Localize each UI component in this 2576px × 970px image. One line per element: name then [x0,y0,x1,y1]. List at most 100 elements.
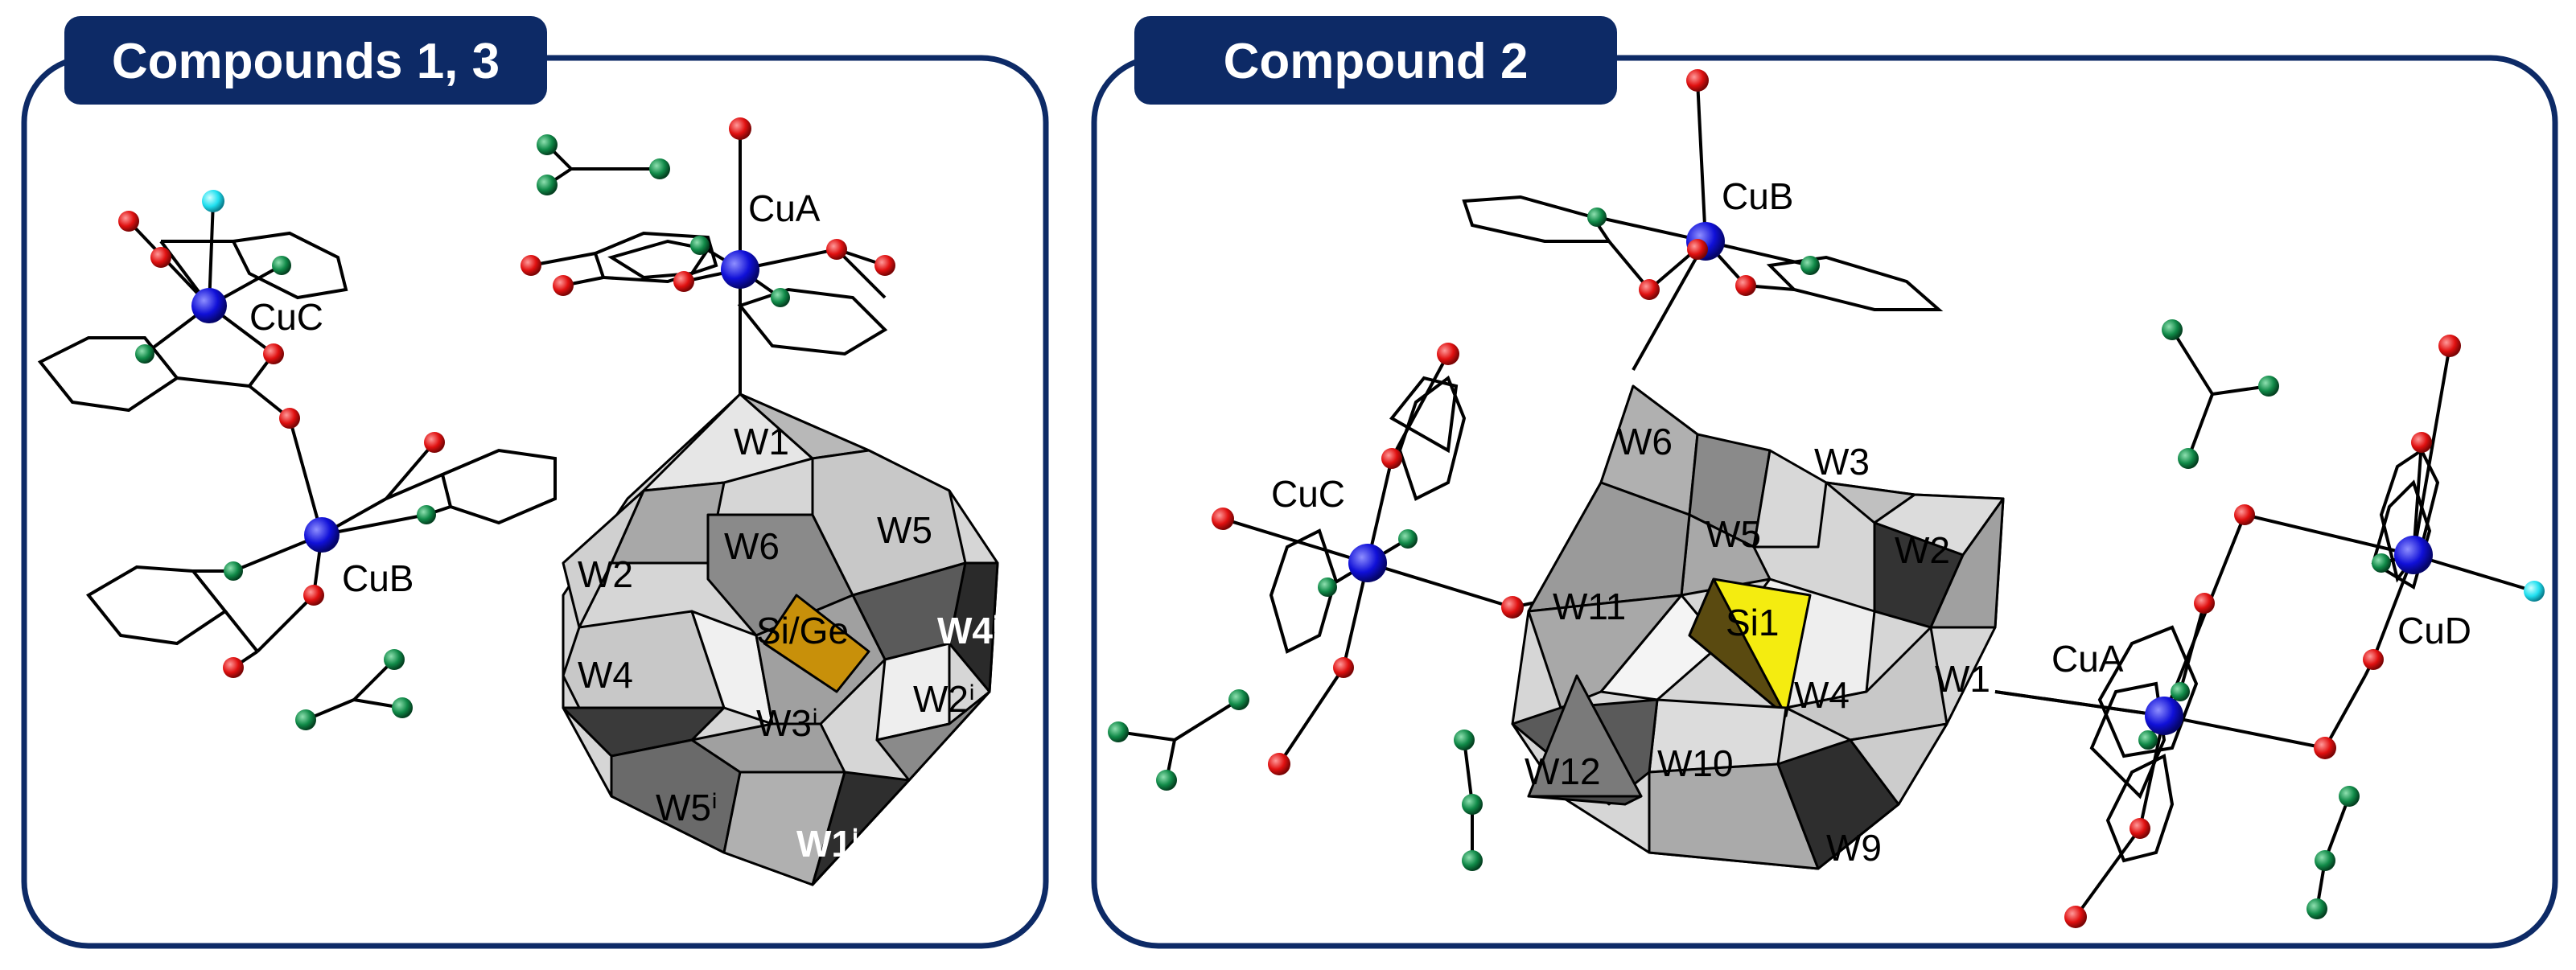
oxygen-atom [2234,504,2255,525]
nitrogen-atom [417,505,436,524]
panel-left-tab [64,16,547,105]
polyoxometalate-left [562,393,999,886]
nitrogen-atom [1398,529,1418,549]
label-w12-right: W12 [1525,750,1601,792]
cuc-complex-right [1222,353,1610,766]
label-w4-left: W4 [578,654,633,696]
label-center-right: Si1 [1726,602,1779,643]
oxygen-atom [553,275,574,296]
oxygen-atom [1437,343,1459,365]
nitrogen-atom [1318,577,1337,597]
label-center-left: Si/Ge [756,610,849,651]
label-w5-right: W5 [1706,513,1761,555]
nitrogen-atom [1454,730,1475,750]
copper-atom-cuc [1348,544,1387,582]
nitrogen-atom [392,697,413,718]
nitrogen-atom [1800,256,1820,275]
label-w5i: W5ⁱ [656,787,718,828]
label-cua: CuA [748,187,821,229]
oxygen-atom [2363,649,2384,670]
oxygen-atom [303,585,324,606]
copper-atom-cud [2394,536,2433,574]
nitrogen-atom [2258,376,2279,397]
nitrogen-atom [224,561,243,581]
oxygen-atom [2130,818,2150,839]
oxygen-atom [1686,69,1709,92]
oxygen-atom [874,255,895,276]
nitrogen-atom [1587,208,1607,227]
oxygen-atom [150,247,171,268]
panel-left: Compounds 1, 3 [21,16,1049,949]
oxygen-atom [826,239,847,260]
oxygen-atom [1639,279,1660,300]
oxygen-atom [118,211,139,232]
oxygen-atom [1212,508,1234,530]
label-cud-right: CuD [2397,610,2471,651]
polyoxometalate-right [1511,384,2005,870]
nitrogen-atom [295,709,316,730]
copper-atom-cua [721,250,759,289]
atoms-left [118,117,895,730]
label-cub: CuB [342,557,414,599]
copper-atom-cub [304,517,339,553]
label-w4-right: W4 [1794,674,1850,716]
label-w2-right: W2 [1895,529,1950,571]
oxygen-atom [2314,737,2336,759]
nitrogen-atom [537,134,558,155]
label-w1i: W1ⁱ [796,823,858,865]
cud-complex-right [2364,345,2535,676]
oxygen-atom [729,117,751,140]
label-w2i: W2ⁱ [913,678,975,720]
oxygen-atom [1687,239,1708,260]
oxygen-atom [2411,432,2432,453]
oxygen-atom [2438,335,2461,357]
label-w5-left: W5 [877,509,932,551]
label-cua-right: CuA [2051,638,2124,680]
nitrogen-atom [2339,786,2360,807]
oxygen-atom [1333,657,1354,678]
label-w6-left: W6 [724,525,780,567]
oxygen-atom [521,255,541,276]
oxygen-atom [1735,275,1756,296]
fluorine-atom [2524,581,2545,602]
oxygen-atom [263,343,284,364]
label-w3i: W3ⁱ [756,702,818,744]
copper-atom-cuc [191,288,227,323]
label-cub-right: CuB [1722,175,1793,217]
oxygen-atom [223,657,244,678]
nitrogen-atom [1108,721,1129,742]
nitrogen-atom [537,175,558,195]
nitrogen-atom [135,344,154,364]
oxygen-atom [1501,596,1524,619]
oxygen-atom [279,408,300,429]
nitrogen-atom [2138,730,2158,750]
label-w6-right: W6 [1617,421,1673,462]
nitrogen-atom [1462,794,1483,815]
nitrogen-atom [1156,770,1177,791]
fluorine-atom [202,190,224,212]
nitrogen-atom [690,236,710,255]
label-w3-right: W3 [1814,441,1870,483]
oxygen-atom [2064,906,2087,928]
nitrogen-atom [649,158,670,179]
label-w9-right: W9 [1826,827,1882,869]
label-w1-right: W1 [1935,658,1990,700]
nitrogen-atom [2315,850,2335,871]
center-tetrahedron-left [763,594,870,693]
nitrogen-atom [1462,850,1483,871]
label-cuc-right: CuC [1271,473,1345,515]
panel-right-tab [1134,16,1617,105]
oxygen-atom [673,271,694,292]
nitrogen-atom [2372,553,2391,573]
nitrogen-atom [1228,689,1249,710]
nitrogen-atom [2306,898,2327,919]
label-w11-right: W11 [1553,586,1626,627]
label-w2-left: W2 [578,553,633,595]
oxygen-atom [1381,448,1402,469]
nitrogen-atom [272,256,291,275]
label-w4i: W4ⁱ [937,610,999,651]
panel-right-title: Compound 2 [1224,34,1529,89]
nitrogen-atom [2171,682,2190,701]
nitrogen-atom [2178,448,2199,469]
